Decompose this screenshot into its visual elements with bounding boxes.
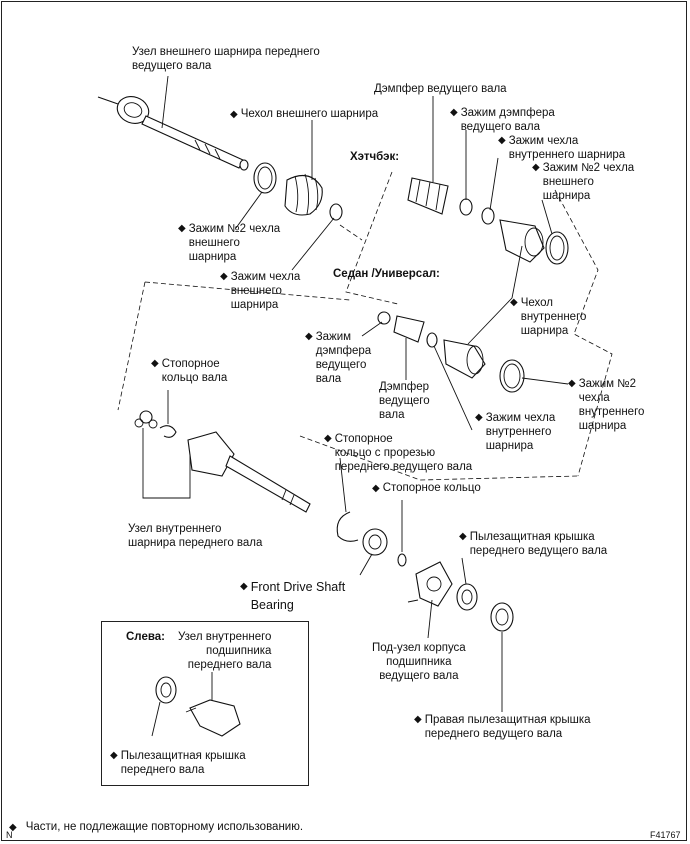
sedan-no2-clamp-part <box>499 359 525 393</box>
legend-text: Части, не подлежащие повторному использо… <box>25 821 304 833</box>
sedan-inner-clamp-part <box>426 332 438 348</box>
shaft-snap-ring-part <box>159 425 177 438</box>
inset-title: Узел внутреннего подшипника переднего ва… <box>178 631 272 671</box>
label-right-dust-cover: ◆Правая пылезащитная крышка переднего ве… <box>414 714 591 740</box>
nonreusable-marker-icon: ◆ <box>459 531 467 542</box>
nonreusable-marker-icon: ◆ <box>230 109 238 120</box>
outer-boot-part <box>284 173 323 216</box>
left-side-inset-box <box>101 621 309 786</box>
sedan-damper-part <box>393 315 425 343</box>
sedan-inner-boot-part <box>443 339 486 379</box>
inset-heading: Слева: <box>126 631 165 643</box>
label-sedan-wagon: Седан /Универсал: <box>333 268 440 280</box>
nonreusable-marker-icon: ◆ <box>220 271 228 282</box>
label-no2-clamp-outer: ◆Зажим №2 чехла внешнего шарнира <box>178 223 281 263</box>
label-inner-clamp-top: ◆Зажим чехла внутреннего шарнира <box>498 135 626 161</box>
hatchback-inner-clamp-part <box>481 207 495 225</box>
slotted-snap-ring-part <box>336 511 359 542</box>
nonreusable-marker-icon: ◆ <box>305 331 313 342</box>
hatchback-group-outline <box>345 171 399 305</box>
label-snap-ring-shaft: ◆Стопорное кольцо вала <box>151 358 228 384</box>
label-outer-joint-assembly: Узел внешнего шарнира переднего ведущего… <box>132 46 320 72</box>
nonreusable-marker-icon: ◆ <box>151 358 159 369</box>
nonreusable-marker-icon: ◆ <box>240 581 248 592</box>
label-inner-boot: ◆Чехол внутреннего шарнира <box>510 297 587 337</box>
nonreusable-marker-icon: ◆ <box>324 433 332 444</box>
bearing-housing-part <box>407 561 453 607</box>
nonreusable-marker-icon: ◆ <box>498 135 506 146</box>
nonreusable-marker-icon: ◆ <box>9 822 17 833</box>
label-bearing-housing: Под-узел корпуса подшипника ведущего вал… <box>372 642 466 682</box>
dust-cover-part <box>456 583 478 611</box>
bearing-part <box>362 528 388 556</box>
sedan-group-outline <box>554 189 613 477</box>
inset-dust-cover-label: ◆Пылезащитная крышка переднего вала <box>110 750 246 776</box>
sedan-damper-clamp-part <box>377 311 391 325</box>
shaft-group-outline <box>117 224 363 411</box>
label-clamp-outer: ◆Зажим чехла внешнего шарнира <box>220 271 301 311</box>
nonreusable-marker-icon: ◆ <box>568 378 576 389</box>
label-hatchback: Хэтчбэк: <box>350 151 400 163</box>
outer-joint-shaft-part <box>97 96 249 171</box>
hatchback-damper-part <box>407 177 449 215</box>
label-inner-joint-assembly: Узел внутреннего шарнира переднего вала <box>128 523 263 549</box>
nonreusable-marker-icon: ◆ <box>450 107 458 118</box>
inset-dust-cover-part <box>155 676 177 704</box>
figure-id: F41767 <box>650 830 681 840</box>
label-no2-clamp-inner: ◆Зажим №2 чехла внутреннего шарнира <box>568 378 645 432</box>
right-dust-cover-part <box>490 602 514 632</box>
outer-boot-clamp-no2-part <box>253 162 277 194</box>
hatchback-no2-clamp-part <box>545 231 569 265</box>
nonreusable-marker-icon: ◆ <box>475 412 483 423</box>
label-dust-cover-front: ◆Пылезащитная крышка переднего ведущего … <box>459 531 608 557</box>
label-damper-clamp-top: ◆Зажим дэмпфера ведущего вала <box>450 107 555 133</box>
hatchback-damper-clamp-part <box>459 198 473 216</box>
corner-mark: N <box>6 830 13 840</box>
inner-joint-tripod-part <box>134 410 158 429</box>
label-damper-top: Дэмпфер ведущего вала <box>374 83 507 95</box>
label-damper-clamp-mid: ◆Зажим дэмпфера ведущего вала <box>305 331 372 385</box>
outer-boot-clamp-part <box>329 203 343 221</box>
nonreusable-marker-icon: ◆ <box>532 162 540 173</box>
snap-ring-part <box>397 553 407 567</box>
nonreusable-marker-icon: ◆ <box>510 297 518 308</box>
label-outer-boot: ◆Чехол внешнего шарнира <box>230 108 379 120</box>
hatchback-inner-boot-part <box>499 219 545 263</box>
nonreusable-marker-icon: ◆ <box>414 714 422 725</box>
label-inner-clamp-mid: ◆Зажим чехла внутреннего шарнира <box>475 412 556 452</box>
inner-group-outline <box>299 435 579 481</box>
nonreusable-marker-icon: ◆ <box>110 750 118 761</box>
label-snap-ring: ◆Стопорное кольцо <box>372 482 481 494</box>
nonreusable-marker-icon: ◆ <box>372 483 380 494</box>
leader-lines <box>142 75 569 737</box>
label-bearing: ◆Front Drive Shaft Bearing <box>240 580 346 612</box>
inner-joint-shaft-part <box>187 431 311 513</box>
label-damper-mid: Дэмпфер ведущего вала <box>379 381 430 421</box>
label-slotted-snap-ring: ◆Стопорное кольцо с прорезью переднего в… <box>324 433 473 473</box>
nonreusable-marker-icon: ◆ <box>178 223 186 234</box>
legend: ◆ Части, не подлежащие повторному использ… <box>9 820 303 835</box>
label-no2-clamp-outer-right: ◆Зажим №2 чехла внешнего шарнира <box>532 162 635 202</box>
inset-inner-bearing-part <box>185 699 241 737</box>
